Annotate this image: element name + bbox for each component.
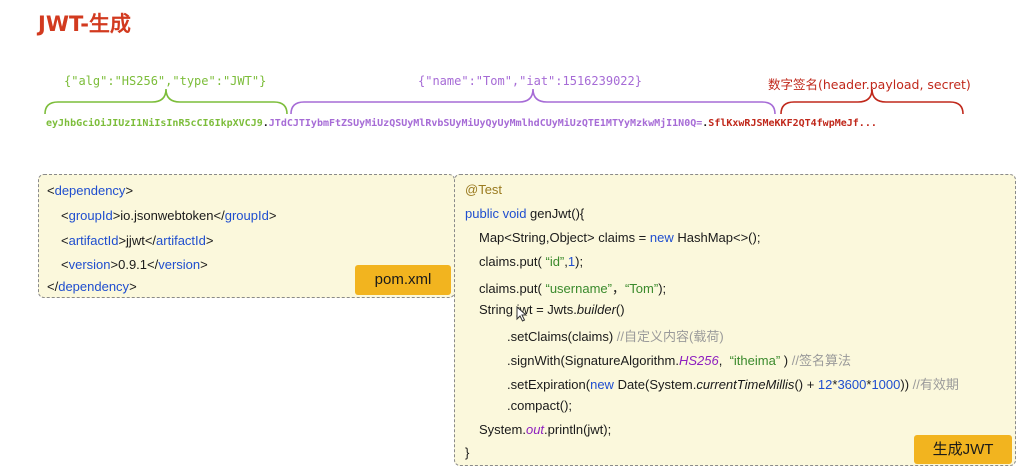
static-field: out bbox=[525, 422, 545, 437]
xml-bracket: </ bbox=[47, 279, 59, 294]
code-line: claims.put( “id”,1); bbox=[479, 254, 583, 269]
code-text: .setExpiration( bbox=[507, 377, 591, 392]
xml-bracket: > bbox=[268, 208, 277, 223]
string-literal: “itheima” bbox=[729, 353, 781, 368]
xml-tag: version bbox=[68, 257, 111, 272]
code-line: String jwt = Jwts.builder() bbox=[479, 302, 625, 317]
payload-token: JTdCJTIybmFtZSUyMiUzQSUyMlRvbSUyMiUyQyUy… bbox=[268, 118, 703, 129]
xml-value: >0.9.1</ bbox=[110, 257, 159, 272]
code-text: System. bbox=[479, 422, 526, 437]
code-comment: //有效期 bbox=[912, 377, 959, 392]
xml-tag: artifactId bbox=[68, 233, 119, 248]
header-brace bbox=[44, 88, 288, 115]
code-text: () + bbox=[794, 377, 818, 392]
method-name: builder bbox=[576, 302, 616, 317]
pom-xml-badge: pom.xml bbox=[355, 265, 451, 295]
code-text: .setClaims(claims) bbox=[507, 329, 617, 344]
code-text: } bbox=[465, 445, 470, 460]
header-token: eyJhbGciOiJIUzI1NiIsInR5cCI6IkpXVCJ9 bbox=[46, 118, 263, 129]
java-code-panel: @Test public void genJwt(){ Map<String,O… bbox=[454, 174, 1016, 466]
code-text: ) bbox=[783, 353, 792, 368]
xml-line: <groupId>io.jsonwebtoken</groupId> bbox=[61, 208, 276, 223]
signature-label: 数字签名(header.payload, secret) bbox=[768, 77, 971, 92]
code-comment: //自定义内容(载荷) bbox=[616, 329, 724, 344]
payload-brace bbox=[290, 88, 776, 115]
method-name: currentTimeMillis bbox=[696, 377, 795, 392]
string-literal: “username” bbox=[545, 281, 612, 296]
payload-json-label: {"name":"Tom","iat":1516239022} bbox=[418, 74, 642, 88]
keyword: new bbox=[590, 377, 614, 392]
code-text: claims.put( bbox=[479, 254, 542, 269]
code-text: claims.put( bbox=[479, 281, 542, 296]
code-line: .compact(); bbox=[507, 398, 572, 413]
annotation-line: @Test bbox=[465, 182, 502, 197]
string-literal: “Tom” bbox=[624, 281, 659, 296]
code-text: * bbox=[832, 377, 838, 392]
xml-line: </dependency> bbox=[47, 279, 137, 294]
xml-value: >jjwt</ bbox=[118, 233, 157, 248]
number-literal: 3600 bbox=[837, 377, 867, 392]
code-line: .signWith(SignatureAlgorithm.HS256, “ith… bbox=[507, 350, 851, 369]
code-comment: //签名算法 bbox=[791, 353, 851, 368]
code-text: )) bbox=[900, 377, 913, 392]
keyword: new bbox=[649, 230, 674, 245]
xml-bracket: < bbox=[61, 257, 69, 272]
code-line: .setExpiration(new Date(System.currentTi… bbox=[507, 374, 959, 393]
xml-tag: version bbox=[158, 257, 201, 272]
code-text: .signWith(SignatureAlgorithm. bbox=[507, 353, 679, 368]
xml-line: <artifactId>jjwt</artifactId> bbox=[61, 233, 213, 248]
mouse-cursor-icon bbox=[516, 306, 528, 322]
number-literal: 1 bbox=[567, 254, 576, 269]
generate-jwt-badge: 生成JWT bbox=[914, 435, 1012, 464]
xml-bracket: < bbox=[47, 183, 55, 198]
xml-bracket: > bbox=[129, 279, 137, 294]
xml-bracket: > bbox=[205, 233, 214, 248]
annotation: @Test bbox=[465, 182, 503, 197]
code-text: ); bbox=[575, 254, 584, 269]
code-text: String jwt = Jwts. bbox=[479, 302, 577, 317]
token-dot: . bbox=[262, 118, 269, 129]
xml-bracket: < bbox=[61, 208, 69, 223]
xml-value: >io.jsonwebtoken</ bbox=[112, 208, 225, 223]
code-text: * bbox=[866, 377, 872, 392]
code-line: } bbox=[465, 445, 469, 460]
code-text: HashMap<>(); bbox=[673, 230, 761, 245]
code-text: .compact(); bbox=[507, 398, 573, 413]
code-line: System.out.println(jwt); bbox=[479, 422, 611, 437]
static-field: HS256 bbox=[678, 353, 719, 368]
jwt-token: eyJhbGciOiJIUzI1NiIsInR5cCI6IkpXVCJ9.JTd… bbox=[46, 118, 877, 129]
code-text: Map<String,Object> claims = bbox=[479, 230, 650, 245]
code-line: Map<String,Object> claims = new HashMap<… bbox=[479, 230, 760, 245]
code-text: genJwt(){ bbox=[526, 206, 585, 221]
code-text: ); bbox=[658, 281, 667, 296]
signature-token: SflKxwRJSMeKKF2QT4fwpMeJf... bbox=[708, 118, 877, 129]
xml-line: <version>0.9.1</version> bbox=[61, 257, 208, 272]
xml-tag: groupId bbox=[224, 208, 269, 223]
code-line: public void genJwt(){ bbox=[465, 206, 584, 221]
signature-brace bbox=[780, 88, 964, 115]
code-text: () bbox=[615, 302, 625, 317]
xml-tag: dependency bbox=[54, 183, 126, 198]
code-line: claims.put( “username”，“Tom”); bbox=[479, 278, 666, 297]
xml-tag: groupId bbox=[68, 208, 113, 223]
xml-tag: dependency bbox=[58, 279, 130, 294]
code-line: .setClaims(claims) //自定义内容(载荷) bbox=[507, 326, 724, 345]
code-text: Date(System. bbox=[613, 377, 697, 392]
string-literal: “id” bbox=[545, 254, 565, 269]
xml-bracket: < bbox=[61, 233, 69, 248]
page-title: JWT-生成 bbox=[38, 12, 131, 36]
token-dot: . bbox=[702, 118, 709, 129]
header-json-label: {"alg":"HS256","type":"JWT"} bbox=[64, 74, 267, 88]
xml-bracket: > bbox=[200, 257, 208, 272]
code-text: .println(jwt); bbox=[544, 422, 612, 437]
xml-bracket: > bbox=[125, 183, 134, 198]
keyword: public void bbox=[465, 206, 527, 221]
code-text: , bbox=[564, 254, 568, 269]
code-text: , bbox=[718, 353, 726, 368]
xml-line: <dependency> bbox=[47, 183, 133, 198]
code-text: ， bbox=[611, 281, 625, 296]
xml-tag: artifactId bbox=[156, 233, 206, 248]
number-literal: 12 bbox=[817, 377, 833, 392]
number-literal: 1000 bbox=[871, 377, 901, 392]
